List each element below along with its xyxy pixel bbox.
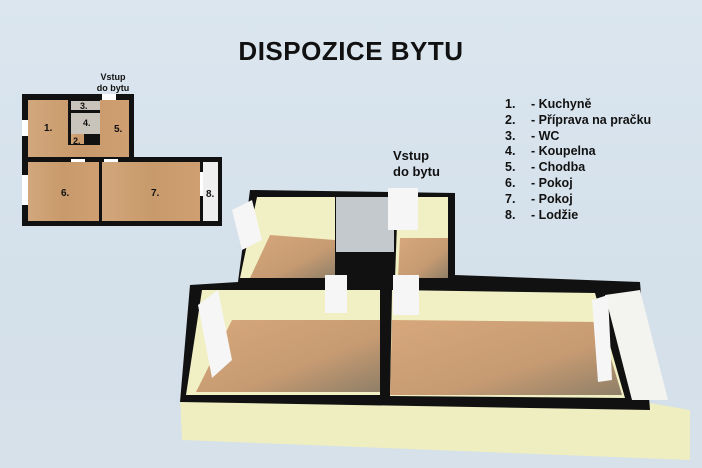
room-label-4: 4. [83,118,91,128]
entrance-label-large: Vstup do bytu [393,148,440,180]
plan-2d: 1. 2. 3. 4. 5. 6. 7. 8. [22,94,222,226]
room-label-5: 5. [114,124,123,135]
entrance-line-2: do bytu [393,164,440,179]
room-label-3: 3. [80,101,88,111]
plan-3d [180,188,690,460]
legend-item: 7.- Pokoj [505,191,573,206]
entrance-line-1: Vstup [393,148,430,163]
legend-item: 4.- Koupelna [505,144,596,159]
legend-item: 2.- Příprava na pračku [505,112,652,127]
room-legend: 1.- Kuchyně 2.- Příprava na pračku 3.- W… [505,97,651,223]
room-label-1: 1. [44,123,53,134]
legend-item: 5.- Chodba [505,160,586,175]
legend-item: 1.- Kuchyně [505,97,592,111]
legend-item: 8.- Lodžie [505,207,579,222]
room-label-7: 7. [151,188,160,199]
entrance-label-small: Vstup do bytu [93,72,133,94]
legend-item: 6.- Pokoj [505,175,573,190]
entrance-line-1: Vstup [100,72,126,82]
room-label-8: 8. [206,189,215,200]
legend-item: 3.- WC [505,128,560,143]
room-label-2: 2. [73,136,81,146]
page-title: DISPOZICE BYTU [238,36,464,66]
room-label-6: 6. [61,188,70,199]
entrance-line-2: do bytu [96,83,130,93]
